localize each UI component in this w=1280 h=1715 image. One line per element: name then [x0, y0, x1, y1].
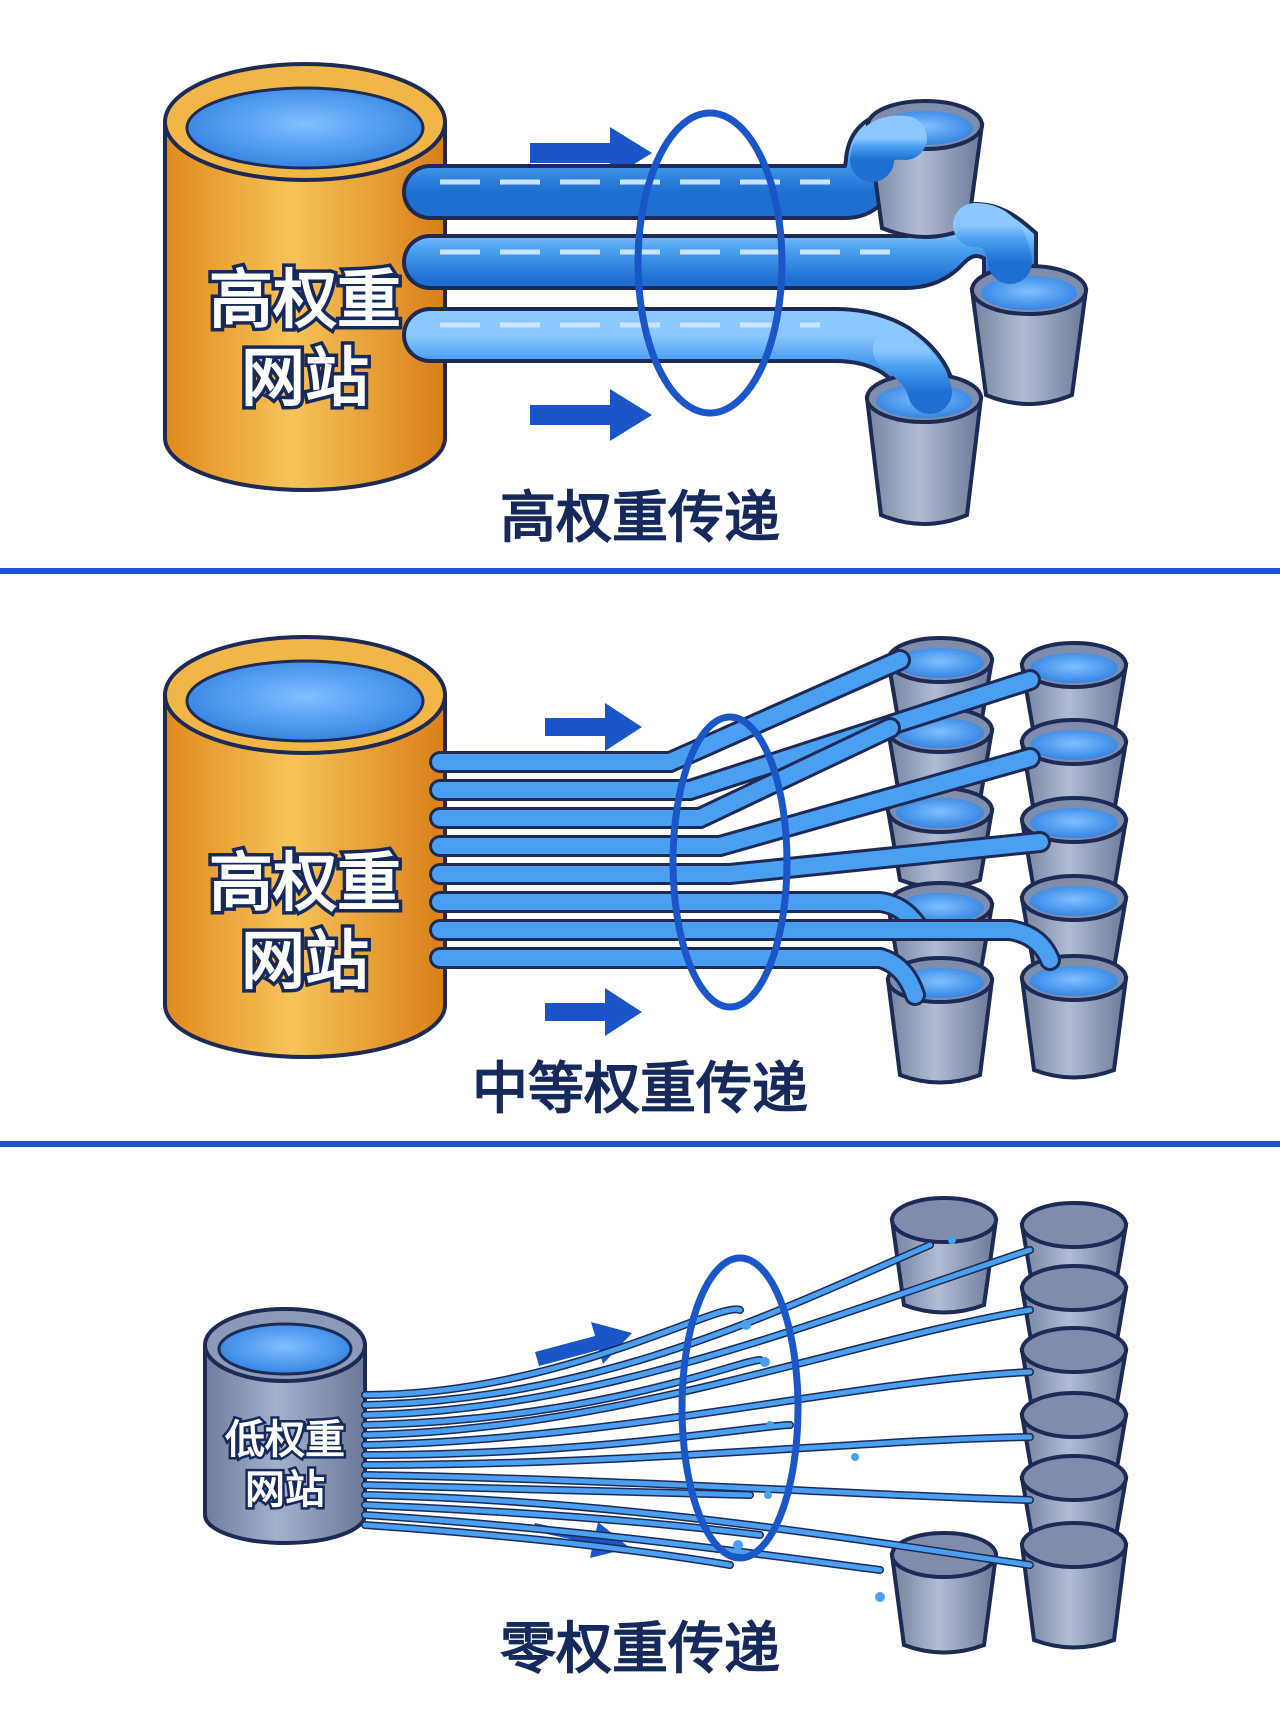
source-label-line2: 网站 — [241, 342, 369, 416]
flow-arrow-icon — [545, 988, 642, 1036]
source-label-line1: 高权重 — [209, 264, 401, 338]
flow-arrow-icon — [530, 389, 652, 441]
panel-high-weight: 高权重 网站 — [165, 64, 1086, 551]
panel-medium-weight: 高权重 网站 — [165, 637, 1126, 1122]
flow-arrow-icon — [545, 703, 642, 751]
bucket — [1022, 1523, 1126, 1648]
source-label-line1: 低权重 — [225, 1417, 345, 1463]
source-tank: 高权重 网站 — [165, 637, 445, 1057]
source-label-line2: 网站 — [241, 925, 369, 999]
panel-zero-weight: 低权重 网站 — [205, 1198, 1126, 1682]
caption: 高权重传递 — [500, 486, 780, 551]
bucket — [972, 266, 1086, 404]
source-tank: 高权重 网站 — [165, 64, 445, 490]
source-tank: 低权重 网站 — [205, 1309, 365, 1543]
bucket — [1022, 956, 1126, 1078]
caption: 中等权重传递 — [472, 1057, 808, 1122]
source-label-line1: 高权重 — [209, 847, 401, 921]
caption: 零权重传递 — [500, 1617, 780, 1682]
source-label-line2: 网站 — [245, 1467, 325, 1513]
pipe — [430, 325, 930, 398]
